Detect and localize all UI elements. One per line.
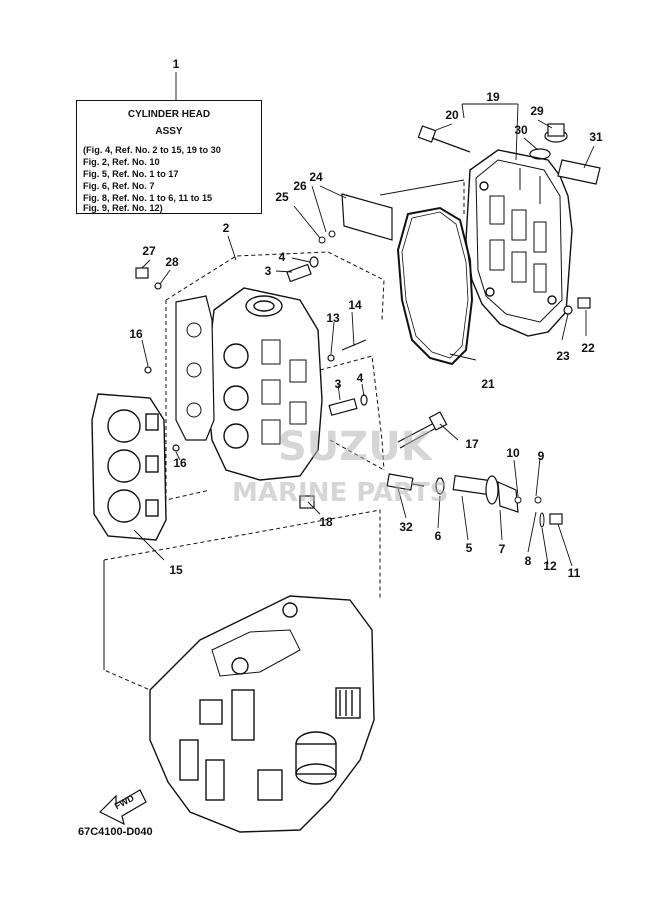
callout-22: 22 [581,341,595,355]
callout-1: 1 [172,57,180,71]
callout-2: 2 [222,221,230,235]
callout-24: 24 [309,170,323,184]
fwd-arrow-icon [98,789,147,826]
callout-6: 6 [434,529,442,543]
ref-line: Fig. 5, Ref. No. 1 to 17 [83,169,179,179]
callout-25: 25 [275,190,289,204]
ref-line: (Fig. 4, Ref. No. 2 to 15, 19 to 30 [83,145,221,155]
callout-16: 16 [129,327,143,341]
callout-10: 10 [506,446,520,460]
drawing-code: 67C4100-D040 [78,826,153,838]
callout-21: 21 [481,377,495,391]
cover-7 [497,481,519,513]
title-box: CYLINDER HEAD ASSY (Fig. 4, Ref. No. 2 t… [76,100,262,214]
bolt-17 [397,411,448,449]
callout-30: 30 [514,123,528,137]
callout-26: 26 [293,179,307,193]
valve-cover [465,149,573,337]
cylinder-head [205,287,323,481]
callout-17: 17 [465,437,479,451]
callout-3: 3 [264,264,272,278]
callout-9: 9 [537,449,545,463]
callout-32: 32 [399,520,413,534]
bolt-20 [417,125,471,153]
dowel-pins [135,256,368,509]
callout-12: 12 [543,559,557,573]
callout-19: 19 [486,90,500,104]
head-side-plate [175,295,215,441]
head-gasket [91,393,167,541]
callout-16: 16 [173,456,187,470]
callout-11: 11 [567,566,581,580]
temperature-sensor [386,473,425,491]
callout-13: 13 [326,311,340,325]
callout-29: 29 [530,104,544,118]
oil-filler-cap [529,123,568,160]
leader-lines [133,72,595,567]
o-ring-6 [435,477,445,495]
callout-5: 5 [465,541,473,555]
callout-15: 15 [169,563,183,577]
callout-14: 14 [348,298,362,312]
callout-8: 8 [524,554,532,568]
callout-27: 27 [142,244,156,258]
callout-23: 23 [556,349,570,363]
callout-18: 18 [319,515,333,529]
callout-28: 28 [165,255,179,269]
ref-line: Fig. 6, Ref. No. 7 [83,181,155,191]
title-line1: CYLINDER HEAD [127,109,211,120]
ref-line: Fig. 9, Ref. No. 12) [83,203,163,213]
cylinder-block [149,595,375,833]
callout-3: 3 [334,377,342,391]
group-frame-lines [103,179,465,670]
callout-7: 7 [498,542,506,556]
callout-4: 4 [356,371,364,385]
ref-line: Fig. 2, Ref. No. 10 [83,157,160,167]
ref-line: Fig. 8, Ref. No. 1 to 6, 11 to 15 [83,193,213,203]
title-line2: ASSY [155,126,183,137]
bolt-22 [563,297,591,315]
thermostat [452,475,499,505]
cover-plate-24 [341,193,393,241]
watermark-line2: MARINE PARTS [232,478,449,508]
callout-4: 4 [278,250,286,264]
label-plate [557,159,601,185]
callout-31: 31 [589,130,603,144]
callout-20: 20 [445,108,459,122]
valve-cover-gasket [396,206,474,366]
watermark-line1: SUZUK [278,424,432,470]
